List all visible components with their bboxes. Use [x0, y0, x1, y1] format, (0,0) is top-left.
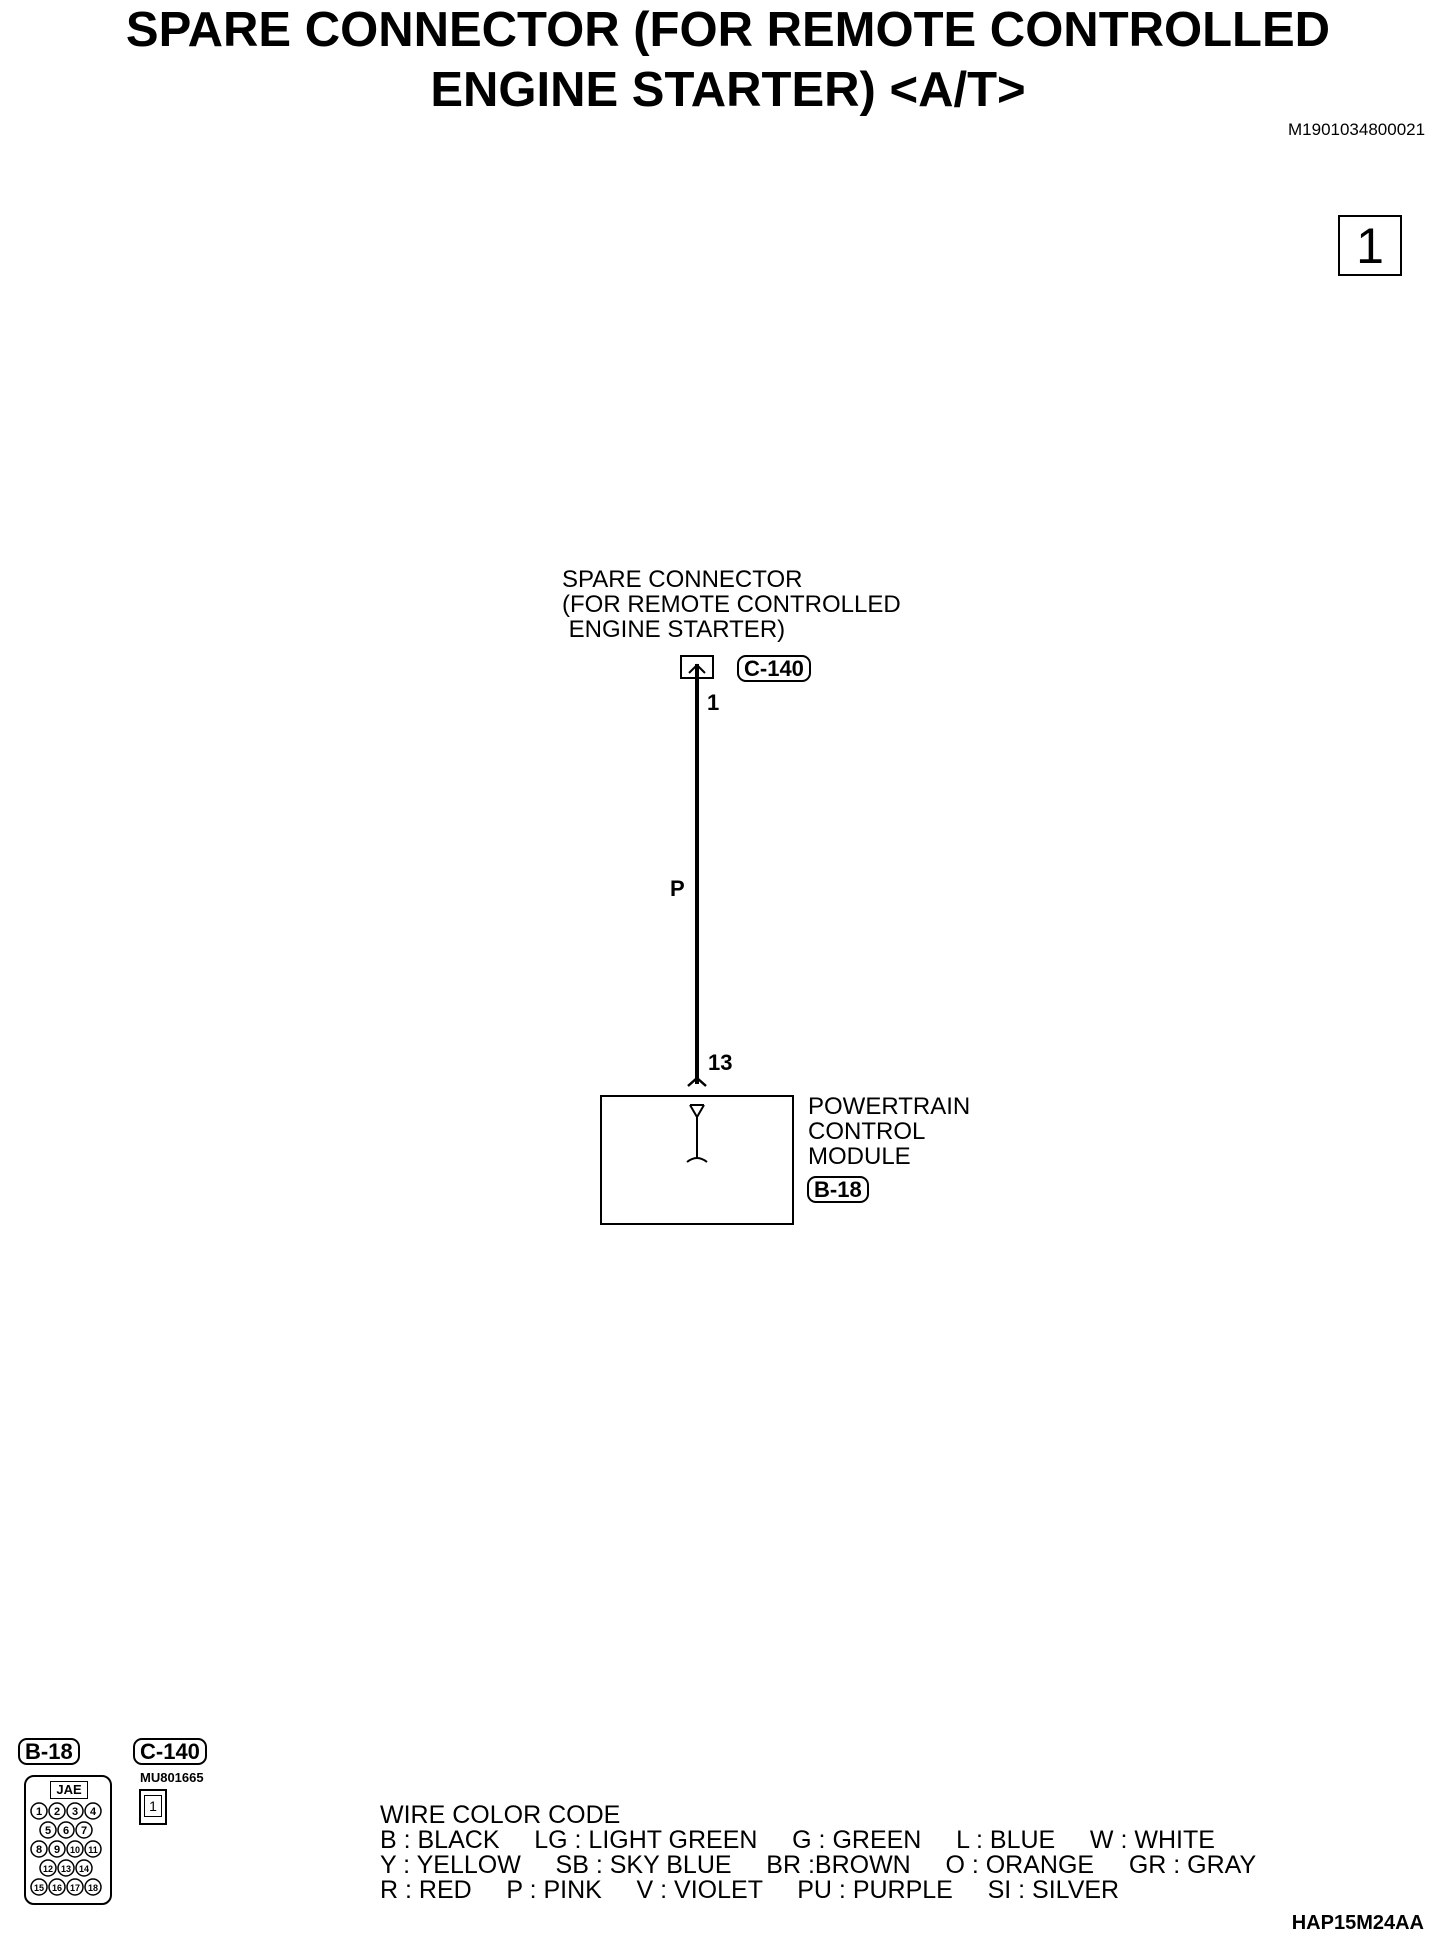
b18-pin-label: 14 — [79, 1864, 89, 1874]
b18-pin-label: 6 — [63, 1825, 69, 1837]
figure-code: HAP15M24AA — [1291, 1912, 1424, 1934]
b18-maker-label: JAE — [50, 1781, 88, 1799]
spare-connector-id-tag: C-140 — [737, 655, 811, 682]
page-title-line-1: SPARE CONNECTOR (FOR REMOTE CONTROLLED — [125, 3, 1331, 57]
wire-color-code-row-2: Y : YELLOW SB : SKY BLUE BR :BROWN O : O… — [380, 1851, 1257, 1879]
pcm-box — [600, 1095, 794, 1225]
b18-pin-label: 16 — [52, 1883, 62, 1893]
b18-pin-label: 10 — [70, 1845, 80, 1855]
b18-pin-label: 3 — [72, 1806, 78, 1818]
wire-color-code-row-1: B : BLACK LG : LIGHT GREEN G : GREEN L :… — [380, 1826, 1215, 1854]
pcm-terminal-arrow — [687, 1076, 707, 1087]
pcm-label-line-1: POWERTRAIN — [808, 1093, 971, 1120]
pcm-internal-terminal — [686, 1104, 708, 1163]
b18-pin-label: 13 — [61, 1864, 71, 1874]
b18-connector-view-tag: B-18 — [18, 1738, 80, 1765]
b18-pin-label: 15 — [34, 1883, 44, 1893]
b18-pin-label: 5 — [45, 1825, 51, 1837]
pcm-pin-number: 13 — [708, 1050, 733, 1075]
b18-pin-label: 17 — [70, 1883, 80, 1893]
pcm-connector-id-tag: B-18 — [807, 1176, 869, 1203]
b18-connector-face: JAE 1 2 3 — [24, 1775, 112, 1905]
b18-pin-label: 11 — [88, 1845, 98, 1855]
spare-connector-label-line-2: (FOR REMOTE CONTROLLED — [562, 591, 901, 618]
page-title-line-2: ENGINE STARTER) <A/T> — [430, 63, 1026, 117]
b18-pin-label: 12 — [43, 1864, 53, 1874]
b18-pin-label: 4 — [90, 1806, 97, 1818]
b18-pin-label: 2 — [54, 1806, 60, 1818]
b18-pin-label: 9 — [54, 1844, 60, 1856]
wire-color-label: P — [670, 876, 685, 901]
page-number-box: 1 — [1338, 215, 1402, 276]
pcm-label-line-2: CONTROL — [808, 1118, 926, 1145]
pcm-label-line-3: MODULE — [808, 1143, 911, 1170]
b18-pin-label: 1 — [36, 1806, 42, 1818]
spare-connector-label-line-1: SPARE CONNECTOR — [562, 566, 803, 593]
b18-pin-label: 18 — [88, 1883, 98, 1893]
b18-pin-label: 8 — [36, 1844, 42, 1856]
spare-connector-label-line-3: ENGINE STARTER) — [562, 616, 786, 643]
wire-color-code-row-3: R : RED P : PINK V : VIOLET PU : PURPLE … — [380, 1876, 1120, 1904]
c140-pin-label: 1 — [144, 1795, 162, 1817]
b18-pin-label: 7 — [81, 1825, 87, 1837]
c140-part-code: MU801665 — [140, 1770, 204, 1785]
b18-pin-grid: 1 2 3 4 5 6 7 8 9 10 11 12 13 14 15 16 1… — [30, 1802, 102, 1896]
c140-connector-face: 1 — [139, 1789, 167, 1825]
spare-connector-pin-number: 1 — [707, 690, 720, 715]
document-id: M1901034800021 — [1288, 120, 1426, 139]
wire-color-code-heading: WIRE COLOR CODE — [380, 1801, 621, 1829]
c140-connector-view-tag: C-140 — [133, 1738, 207, 1765]
